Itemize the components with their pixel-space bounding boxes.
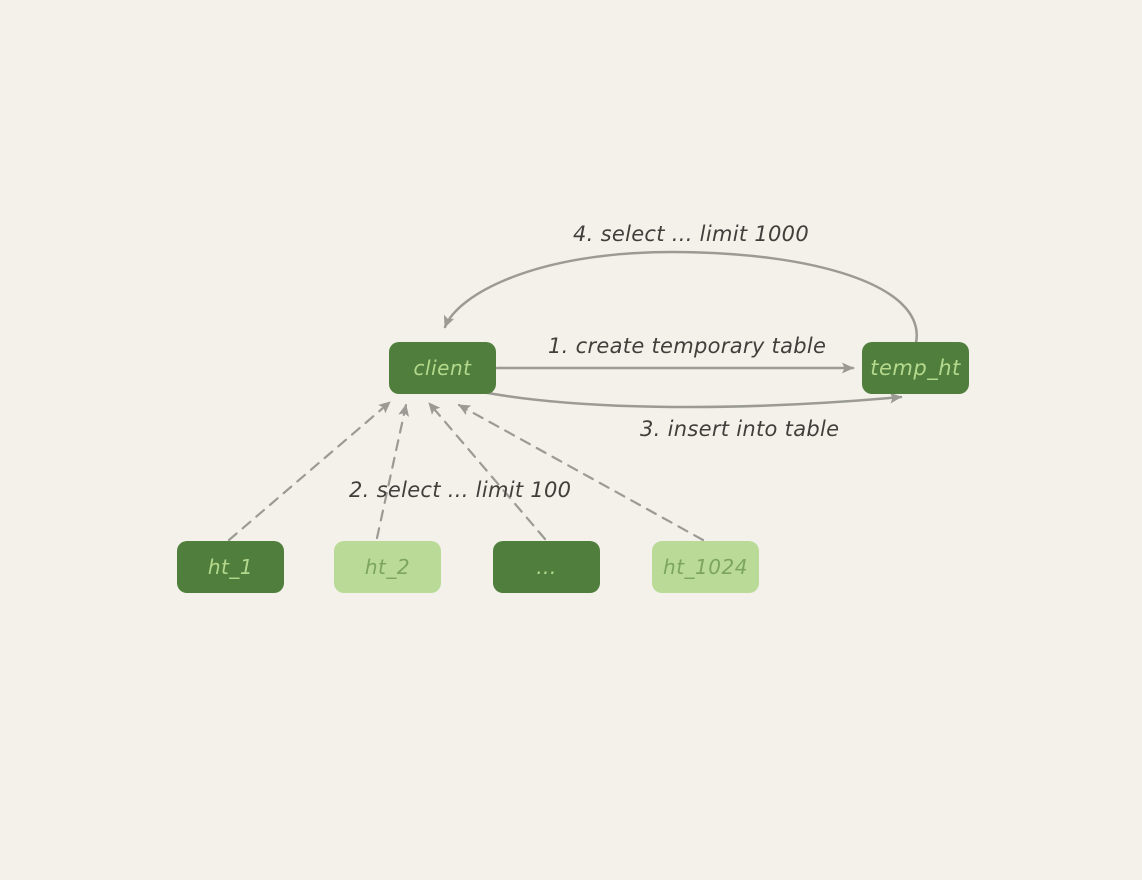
node-ht-1024-label: ht_1024 <box>663 555 748 579</box>
edge-insert-into-table <box>475 389 903 409</box>
edge-select-100-from-ht-2 <box>375 403 410 540</box>
node-ht-2: ht_2 <box>334 541 441 593</box>
edge-label-select-limit-100: 2. select ... limit 100 <box>349 478 572 502</box>
edge-select-100-from-ht-1 <box>227 400 392 542</box>
node-ht-2-label: ht_2 <box>364 555 411 579</box>
node-ht-1: ht_1 <box>177 541 284 593</box>
node-ht-ellipsis-label: ... <box>536 555 557 579</box>
edge-select-100-from-ht-dots <box>427 401 547 541</box>
edge-label-create-temp-table: 1. create temporary table <box>548 334 827 358</box>
node-client: client <box>389 342 496 394</box>
edge-label-insert-into-table: 3. insert into table <box>640 417 840 441</box>
node-client-label: client <box>413 356 472 380</box>
node-ht-1-label: ht_1 <box>207 555 254 579</box>
node-ht-1024: ht_1024 <box>652 541 759 593</box>
node-ht-ellipsis: ... <box>493 541 600 593</box>
node-temp-ht: temp_ht <box>862 342 969 394</box>
node-temp-ht-label: temp_ht <box>870 356 961 380</box>
edge-select-limit-1000 <box>443 250 918 345</box>
edge-label-select-limit-1000: 4. select ... limit 1000 <box>573 222 809 246</box>
edge-select-100-from-ht-1024 <box>457 403 705 542</box>
